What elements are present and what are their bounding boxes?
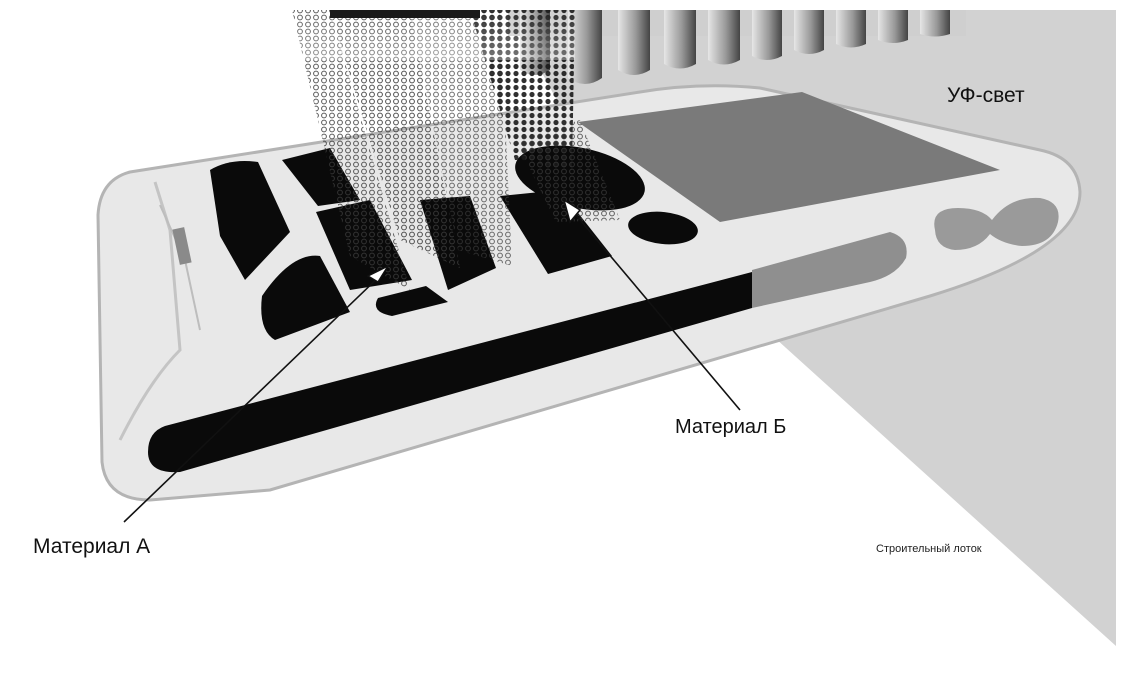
material-b-strip xyxy=(752,232,907,308)
label-material-a: Материал А xyxy=(33,535,151,558)
part-inner-rim xyxy=(118,181,182,441)
side-button xyxy=(934,197,1059,250)
leader-lines xyxy=(123,207,741,523)
label-build-tray: Строительный лоток xyxy=(876,543,982,555)
label-material-b: Материал Б xyxy=(675,416,787,438)
arrowhead-material-b xyxy=(562,198,582,224)
material-a-strip xyxy=(148,272,752,473)
screen-region xyxy=(578,92,1000,222)
arrowhead-material-a xyxy=(366,264,391,284)
leader-line-material-b xyxy=(569,207,741,411)
leader-line-material-a xyxy=(123,271,385,523)
label-uv-light: УФ-свет xyxy=(947,84,1025,107)
halftone-light-projection xyxy=(292,10,620,290)
